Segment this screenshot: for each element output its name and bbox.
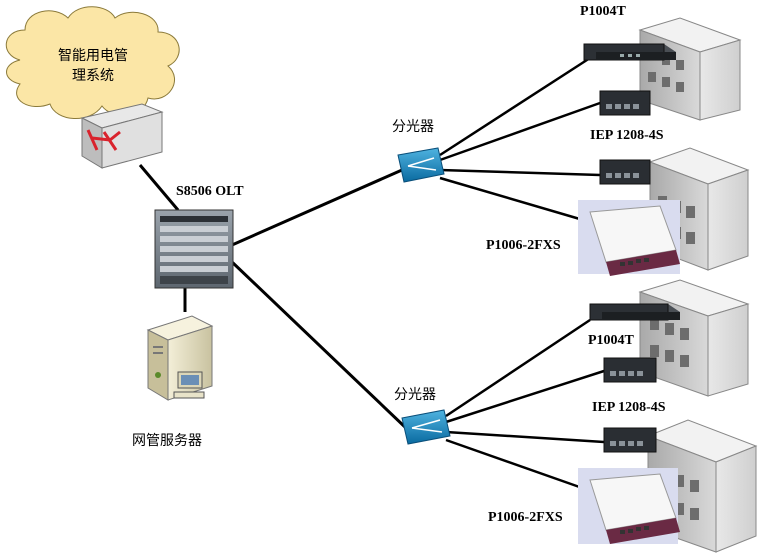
link-cloud-olt xyxy=(138,164,180,211)
olt-label: S8506 OLT xyxy=(176,184,244,199)
server-label: 网管服务器 xyxy=(132,433,202,449)
p1006-ont-icon-2 xyxy=(578,468,680,544)
iep-switch-icon-1 xyxy=(599,90,651,116)
iep-label-2: IEP 1208-4S xyxy=(592,400,666,415)
p1006-label-2: P1006-2FXS xyxy=(488,510,563,525)
cloud-label: 智能用电管理系统 xyxy=(58,48,128,84)
p1006-ont-icon-1 xyxy=(578,200,680,276)
link-olt-splitter2 xyxy=(230,260,408,430)
building-icon-1a xyxy=(638,17,742,121)
iep-switch-icon-2b xyxy=(603,427,657,453)
connection-lines xyxy=(138,164,408,430)
splitter-label-2: 分光器 xyxy=(394,387,436,403)
splitter-icon-2 xyxy=(401,409,451,445)
olt-chassis-icon xyxy=(154,209,234,289)
p1004t-label-2: P1004T xyxy=(588,333,634,348)
iep-switch-icon-1b xyxy=(599,159,651,185)
splitter-icon-1 xyxy=(397,147,445,183)
server-icon xyxy=(146,315,214,401)
link-olt-splitter1 xyxy=(231,168,403,247)
splitter-label-1: 分光器 xyxy=(392,119,434,135)
router-icon xyxy=(80,103,164,169)
p1004t-switch-icon-1 xyxy=(583,43,676,61)
p1006-label-1: P1006-2FXS xyxy=(486,238,561,253)
iep-switch-icon-2 xyxy=(603,357,657,383)
fiber-lines xyxy=(439,56,605,492)
iep-label-1: IEP 1208-4S xyxy=(590,128,664,143)
cloud-icon xyxy=(5,6,180,119)
p1004t-switch-icon-2 xyxy=(589,303,680,321)
p1004t-label-1: P1004T xyxy=(580,4,626,19)
